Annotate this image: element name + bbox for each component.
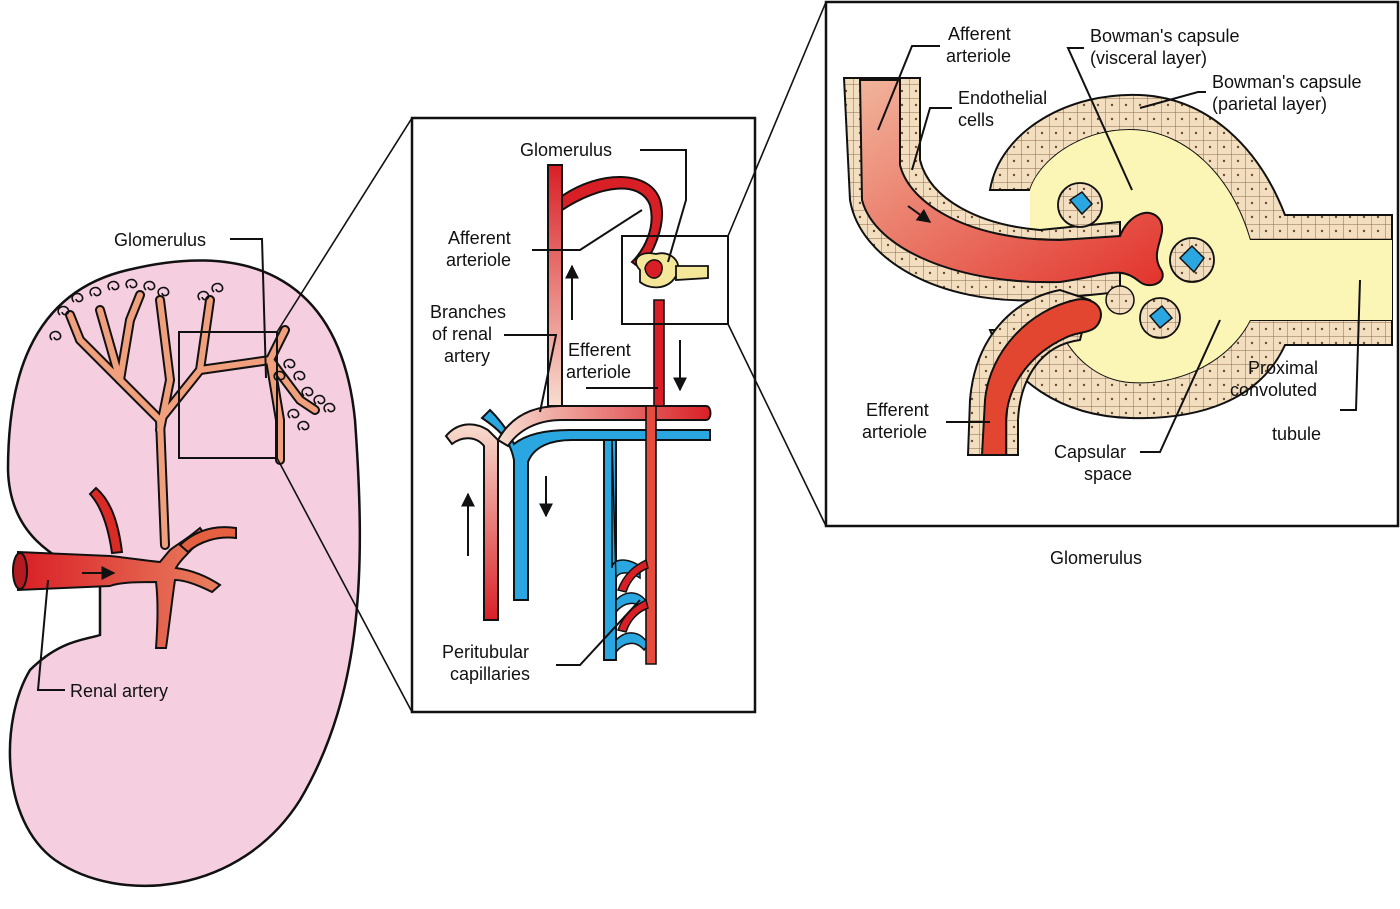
panel3-parietal-label: Bowman's capsule	[1212, 72, 1362, 92]
panel3-endothelial-label: Endothelial	[958, 88, 1047, 108]
panel3-afferent-label: Afferent	[948, 24, 1011, 44]
renal-artery-vessel	[17, 526, 222, 649]
glomerulus-curls	[49, 278, 336, 431]
glomerulus-detail-panel: Afferent arteriole Endothelial cells Bow…	[824, 0, 1400, 528]
panel3-pct-label: Proximal	[1248, 358, 1318, 378]
panel2-afferent-label-line2: arteriole	[446, 250, 511, 270]
glomerular-capillaries	[1057, 182, 1215, 339]
panel2-branches-label-line3: artery	[444, 346, 490, 366]
nephron-blood-supply-panel: Glomerulus Afferent arteriole Branches o…	[410, 116, 757, 714]
panel2-peritubular-label-line2: capillaries	[450, 664, 530, 684]
glomerulus-label: Glomerulus	[114, 230, 206, 250]
renal-artery-label: Renal artery	[70, 681, 168, 701]
panel3-endothelial-label-line2: cells	[958, 110, 994, 130]
afferent-arteriole-lumen	[858, 79, 1164, 287]
kidney-zoom-box	[178, 331, 278, 459]
panel3-capsular-label-line2: space	[1084, 464, 1132, 484]
panel2-efferent-label-line2: arteriole	[566, 362, 631, 382]
panel3-visceral-label: Bowman's capsule	[1090, 26, 1240, 46]
figure-caption: Glomerulus	[1050, 548, 1142, 568]
panel2-branches-label-line2: of renal	[432, 324, 492, 344]
panel3-visceral-label-line2: (visceral layer)	[1090, 48, 1207, 68]
arterial-vessels	[444, 164, 712, 665]
efferent-arteriole-lumen	[980, 298, 1102, 456]
panel3-efferent-label: Efferent	[866, 400, 929, 420]
panel3-parietal-label-line2: (parietal layer)	[1212, 94, 1327, 114]
panel2-afferent-label: Afferent	[448, 228, 511, 248]
panel3-capsular-label: Capsular	[1054, 442, 1126, 462]
panel3-pct-label-line2: convoluted	[1230, 380, 1317, 400]
panel2-peritubular-label: Peritubular	[442, 642, 529, 662]
panel3-afferent-label-line2: arteriole	[946, 46, 1011, 66]
panel2-efferent-label: Efferent	[568, 340, 631, 360]
panel2-glomerulus-label: Glomerulus	[520, 140, 612, 160]
panel3-pct-label-line3: tubule	[1272, 424, 1321, 444]
panel3-efferent-label-line2: arteriole	[862, 422, 927, 442]
panel2-branches-label: Branches	[430, 302, 506, 322]
kidney-panel: Glomerulus Renal artery	[6, 230, 362, 888]
